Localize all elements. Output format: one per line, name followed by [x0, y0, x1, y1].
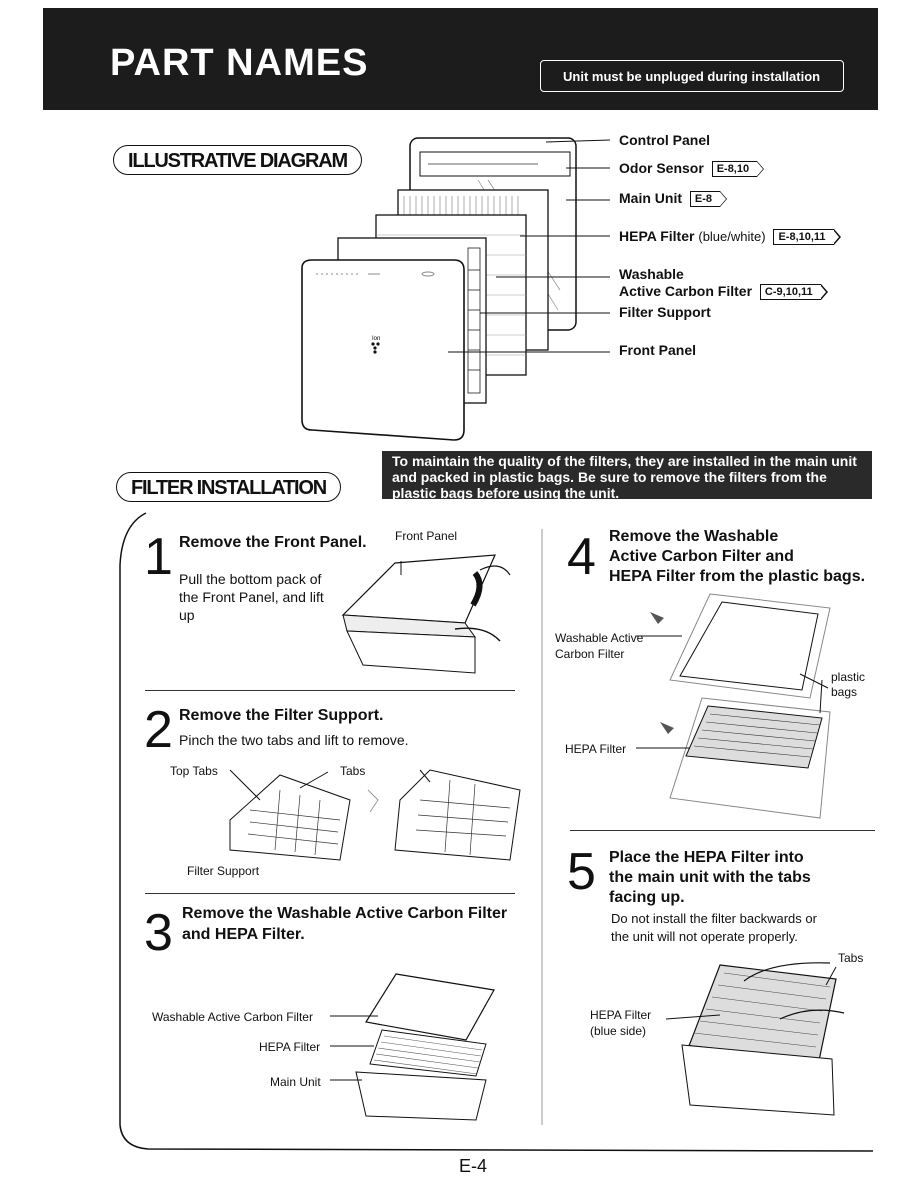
- part-label-carbon-filter: Active Carbon Filter C-9,10,11: [619, 283, 828, 301]
- step-2-filter-support-label: Filter Support: [187, 864, 260, 878]
- page-title: PART NAMES: [110, 42, 369, 84]
- step-5-hepa-label-line1: HEPA Filter: [590, 1008, 652, 1022]
- header-banner: [43, 8, 878, 110]
- part-label-hepa-filter: HEPA Filter (blue/white) E-8,10,11: [619, 228, 841, 246]
- step-4-bags-label-line2: bags: [831, 685, 858, 699]
- step-number-3: 3: [144, 904, 173, 962]
- part-label-washable: Washable: [619, 266, 684, 282]
- step-3-hepa-label: HEPA Filter: [259, 1040, 321, 1054]
- step-2-illustration: [229, 769, 521, 861]
- divider: [145, 893, 515, 894]
- step-5-body-line1: Do not install the filter backwards or: [611, 911, 817, 926]
- page-ref-badge: E-8: [689, 191, 728, 208]
- part-label-main-unit: Main Unit E-8: [619, 190, 728, 208]
- exploded-unit-illustration: Ion: [301, 137, 611, 441]
- step-4-title-line1: Remove the Washable: [609, 528, 779, 545]
- step-4-carbon-label-line1: Washable Active: [555, 631, 644, 645]
- step-5-hepa-label-line2: (blue side): [590, 1024, 647, 1038]
- step-1-body: Pull the bottom pack of the Front Panel,…: [179, 571, 324, 623]
- page-ref-badge: E-8,10,11: [773, 229, 841, 246]
- step-number-5: 5: [567, 843, 596, 901]
- step-4-bags-label-line1: plastic: [831, 670, 866, 684]
- step-1-front-panel-label: Front Panel: [395, 529, 458, 543]
- step-5-body-line2: the unit will not operate properly.: [611, 929, 798, 944]
- section-title-diagram: ILLUSTRATIVE DIAGRAM: [113, 145, 362, 175]
- step-3-title-line1: Remove the Washable Active Carbon Filter: [182, 905, 508, 922]
- step-4-carbon-label-line2: Carbon Filter: [555, 647, 625, 661]
- step-2-title: Remove the Filter Support.: [179, 707, 384, 724]
- step-5-illustration: [665, 962, 845, 1116]
- step-4-hepa-label: HEPA Filter: [565, 742, 627, 756]
- step-5-tabs-label: Tabs: [838, 951, 864, 965]
- step-3-main-unit-label: Main Unit: [270, 1075, 321, 1089]
- svg-text:Ion: Ion: [372, 336, 380, 342]
- step-2-top-tabs-label: Top Tabs: [170, 764, 218, 778]
- step-3-illustration: [330, 973, 495, 1121]
- step-4-title-line3: HEPA Filter from the plastic bags.: [609, 568, 866, 585]
- step-4-title-line2: Active Carbon Filter and: [609, 548, 794, 565]
- step-number-1: 1: [144, 528, 173, 586]
- step-5-title-line3: facing up.: [609, 889, 685, 906]
- step-3-title-line2: and HEPA Filter.: [182, 926, 305, 943]
- part-label-odor-sensor: Odor Sensor E-8,10: [619, 160, 765, 178]
- page-ref-badge: C-9,10,11: [759, 284, 828, 301]
- step-4-illustration: [636, 593, 831, 819]
- step-5-title-line2: the main unit with the tabs: [609, 869, 811, 886]
- step-number-4: 4: [567, 528, 596, 586]
- steps-frame: [119, 512, 874, 1152]
- step-1-title: Remove the Front Panel.: [179, 534, 367, 551]
- part-label-front-panel: Front Panel: [619, 342, 697, 358]
- step-1-illustration: [341, 554, 511, 674]
- step-2-tabs-label: Tabs: [340, 764, 366, 778]
- step-3-carbon-label: Washable Active Carbon Filter: [152, 1010, 313, 1024]
- installation-notice: To maintain the quality of the filters, …: [382, 451, 872, 501]
- part-label-filter-support: Filter Support: [619, 304, 711, 320]
- step-2-body: Pinch the two tabs and lift to remove.: [179, 732, 409, 748]
- divider: [145, 690, 515, 691]
- step-5-title-line1: Place the HEPA Filter into: [609, 849, 804, 866]
- unplug-notice: Unit must be unpluged during installatio…: [540, 60, 844, 92]
- part-label-control-panel: Control Panel: [619, 132, 711, 148]
- section-title-installation: FILTER INSTALLATION: [116, 472, 341, 502]
- page-number: E-4: [459, 1156, 488, 1176]
- page-ref-badge: E-8,10: [711, 161, 765, 178]
- step-number-2: 2: [144, 701, 173, 759]
- divider: [570, 830, 875, 831]
